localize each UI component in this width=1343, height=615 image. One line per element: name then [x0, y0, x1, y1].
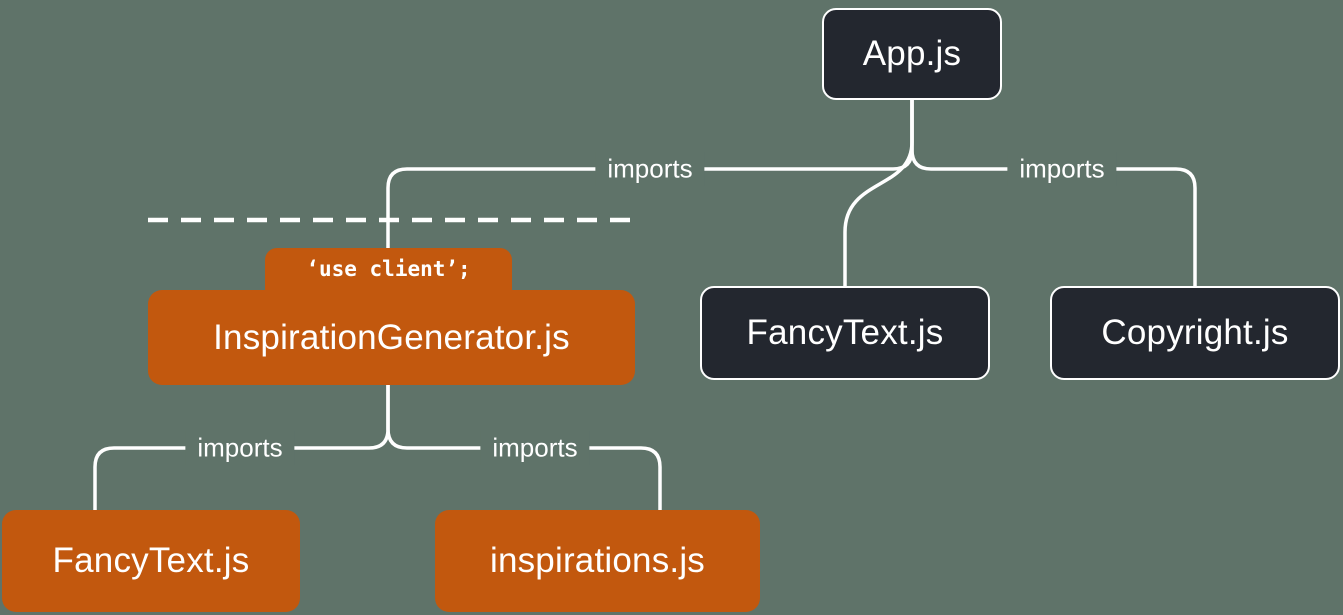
node-fancytext-js-server-label: FancyText.js: [746, 313, 944, 352]
imports-label: imports: [480, 430, 590, 466]
node-copyright-js-label: Copyright.js: [1101, 313, 1289, 352]
node-inspiration-generator-js: InspirationGenerator.js: [148, 290, 635, 385]
node-app-js-label: App.js: [862, 34, 962, 73]
imports-label: imports: [595, 151, 705, 187]
node-inspiration-generator-js-label: InspirationGenerator.js: [213, 317, 570, 357]
node-inspirations-js: inspirations.js: [435, 510, 760, 612]
use-client-directive-label: ‘use client’;: [306, 257, 471, 281]
node-fancytext-js-client-label: FancyText.js: [52, 541, 250, 580]
edge-app-to-fancytext: [843, 100, 914, 288]
node-copyright-js: Copyright.js: [1050, 286, 1340, 380]
edge-app-to-copyright: [910, 100, 1197, 288]
imports-label: imports: [185, 430, 295, 466]
imports-label: imports: [1007, 151, 1117, 187]
node-fancytext-js-server: FancyText.js: [700, 286, 990, 380]
node-fancytext-js-client: FancyText.js: [2, 510, 300, 612]
node-inspirations-js-label: inspirations.js: [489, 541, 706, 580]
node-app-js: App.js: [822, 8, 1002, 100]
